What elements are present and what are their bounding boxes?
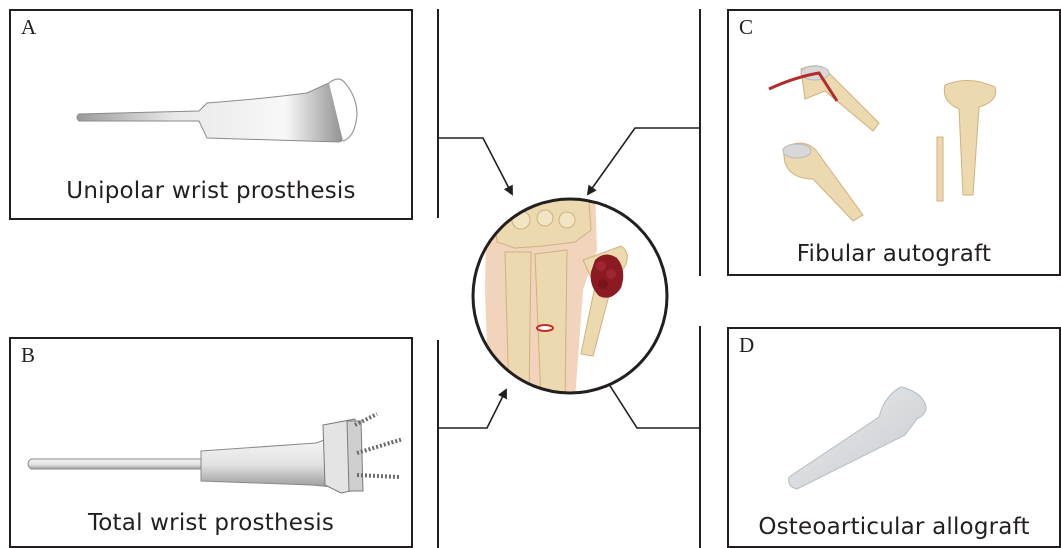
arrow-c-to-wrist (588, 128, 700, 194)
caption-a: Unipolar wrist prosthesis (11, 178, 411, 204)
panel-fibular-autograft: C Fibular autograft (727, 9, 1061, 276)
arrow-a-to-wrist (438, 138, 512, 194)
panel-total-prosthesis: B Total wrist prosthesis (9, 337, 413, 548)
caption-b: Total wrist prosthesis (11, 510, 411, 536)
caption-d: Osteoarticular allograft (729, 514, 1059, 540)
panel-unipolar-prosthesis: A Unipolar wrist prosthesis (9, 9, 413, 220)
fibular-autograft-illustration (729, 11, 1059, 274)
caption-c: Fibular autograft (729, 241, 1059, 267)
panel-osteoarticular-allograft: D Osteoarticular allograft (727, 327, 1061, 548)
wrist-tumor-illustration (445, 190, 695, 400)
